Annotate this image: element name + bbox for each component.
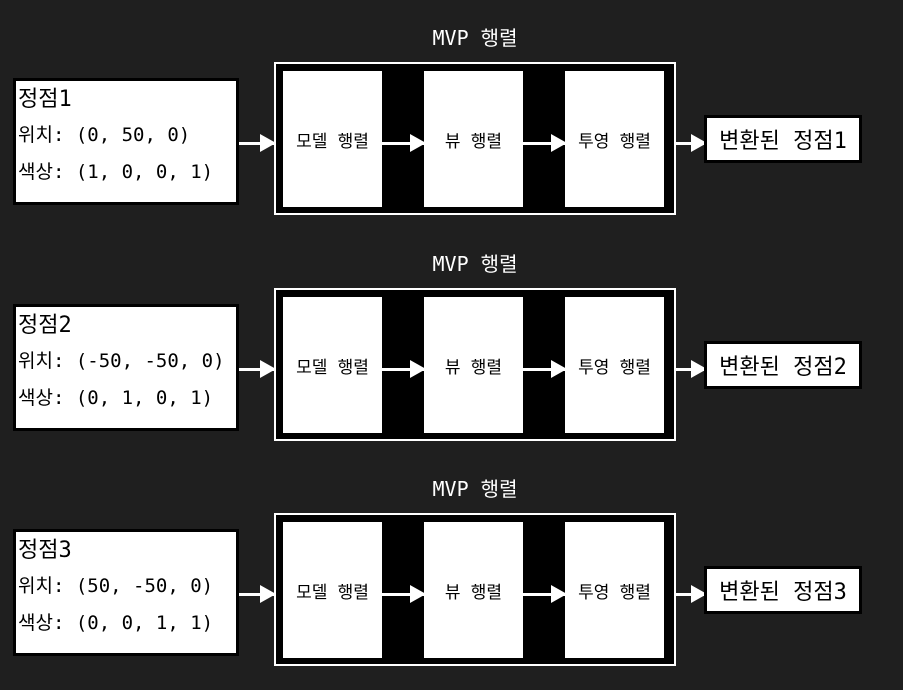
arrow (382, 585, 426, 603)
vertex-name: 정점1 (18, 87, 72, 112)
mvp-title: MVP 행렬 (432, 252, 518, 276)
vertex-box: 정점1 위치: (0, 50, 0) 색상: (1, 0, 0, 1) (13, 78, 239, 205)
arrow (523, 134, 567, 152)
projection-matrix-stage: 투영 행렬 (565, 522, 664, 658)
vertex-color: 색상: (1, 0, 0, 1) (18, 161, 214, 183)
mvp-box: 모델 행렬 뷰 행렬 투영 행렬 (274, 288, 676, 441)
view-matrix-stage: 뷰 행렬 (424, 71, 523, 207)
vertex-box: 정점2 위치: (-50, -50, 0) 색상: (0, 1, 0, 1) (13, 304, 239, 431)
arrow (676, 134, 707, 152)
arrow (676, 360, 707, 378)
arrow (676, 585, 707, 603)
projection-matrix-stage: 투영 행렬 (565, 297, 664, 433)
pipeline-row: MVP 행렬 정점3 위치: (50, -50, 0) 색상: (0, 0, 1… (0, 451, 903, 677)
arrow (382, 134, 426, 152)
arrow (382, 360, 426, 378)
mvp-box: 모델 행렬 뷰 행렬 투영 행렬 (274, 62, 676, 215)
projection-matrix-stage: 투영 행렬 (565, 71, 664, 207)
vertex-box: 정점3 위치: (50, -50, 0) 색상: (0, 0, 1, 1) (13, 529, 239, 656)
mvp-title: MVP 행렬 (432, 477, 518, 501)
transformed-vertex: 변환된 정점3 (704, 566, 862, 614)
vertex-color: 색상: (0, 0, 1, 1) (18, 612, 214, 634)
vertex-position: 위치: (50, -50, 0) (18, 575, 214, 597)
arrow (523, 360, 567, 378)
view-matrix-stage: 뷰 행렬 (424, 297, 523, 433)
model-matrix-stage: 모델 행렬 (283, 71, 382, 207)
arrow (239, 134, 276, 152)
vertex-name: 정점2 (18, 313, 72, 338)
vertex-name: 정점3 (18, 538, 72, 563)
model-matrix-stage: 모델 행렬 (283, 522, 382, 658)
vertex-position: 위치: (0, 50, 0) (18, 124, 191, 146)
view-matrix-stage: 뷰 행렬 (424, 522, 523, 658)
vertex-color: 색상: (0, 1, 0, 1) (18, 387, 214, 409)
transformed-vertex: 변환된 정점1 (704, 115, 862, 163)
arrow (239, 585, 276, 603)
model-matrix-stage: 모델 행렬 (283, 297, 382, 433)
transformed-vertex: 변환된 정점2 (704, 341, 862, 389)
vertex-position: 위치: (-50, -50, 0) (18, 350, 225, 372)
arrow (239, 360, 276, 378)
mvp-box: 모델 행렬 뷰 행렬 투영 행렬 (274, 513, 676, 666)
pipeline-row: MVP 행렬 정점1 위치: (0, 50, 0) 색상: (1, 0, 0, … (0, 0, 903, 226)
mvp-title: MVP 행렬 (432, 26, 518, 50)
arrow (523, 585, 567, 603)
pipeline-row: MVP 행렬 정점2 위치: (-50, -50, 0) 색상: (0, 1, … (0, 226, 903, 452)
